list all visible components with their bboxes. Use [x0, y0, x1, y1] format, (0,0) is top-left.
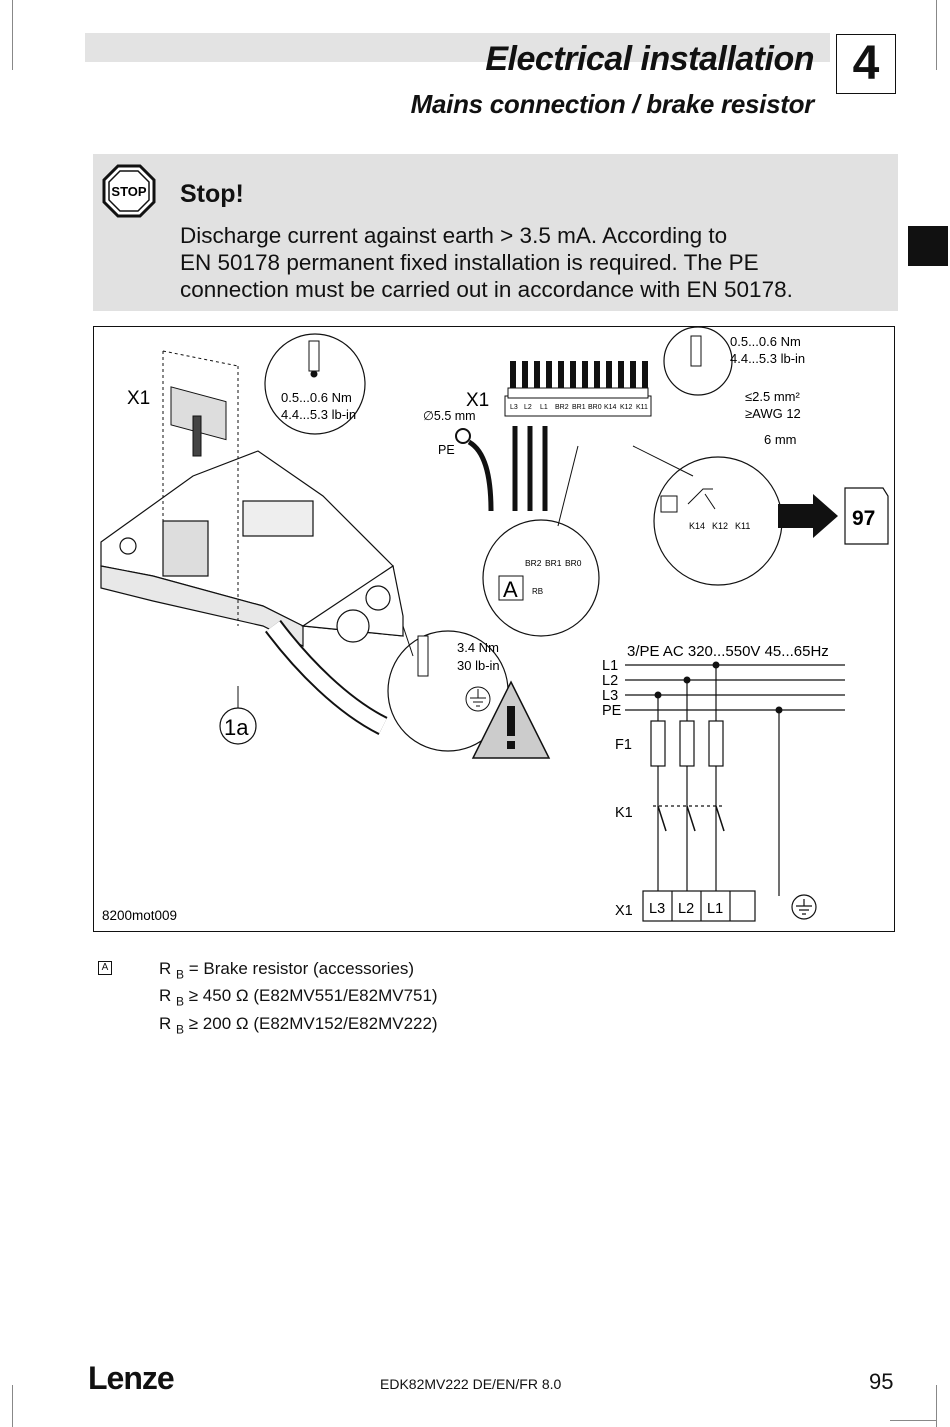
stop-icon: STOP: [102, 164, 156, 218]
wire-size-label: ≥AWG 12: [745, 406, 801, 421]
terminal-label: BR0: [588, 404, 602, 411]
stop-text-line: Discharge current against earth > 3.5 mA…: [180, 223, 728, 248]
bottom-terminal-label: L1: [707, 901, 723, 917]
fuse-label: F1: [615, 737, 632, 753]
legend-row: R B ≥ 200 Ω (E82MV152/E82MV222): [159, 1013, 438, 1037]
x1-label: X1: [615, 903, 633, 919]
diameter-label: ∅5.5 mm: [423, 409, 476, 423]
terminal-strip: [504, 361, 652, 417]
stop-heading: Stop!: [180, 180, 244, 208]
terminal-label: K12: [620, 404, 633, 411]
x1-plug: [170, 386, 227, 457]
torque-detail-circle: [264, 333, 366, 435]
terminal-label: L1: [540, 404, 548, 411]
figure-code: 8200mot009: [102, 908, 177, 923]
legend: R B = Brake resistor (accessories) R B ≥…: [159, 958, 438, 1040]
chapter-tab: [908, 226, 948, 266]
wire-size-label: ≤2.5 mm²: [745, 389, 800, 404]
pe-ring-icon: [455, 428, 471, 444]
screwdriver-icon: [308, 335, 702, 677]
brake-terminal-label: BR2: [525, 558, 542, 568]
page-reference: 97: [852, 507, 875, 530]
line-label: L1: [602, 658, 618, 674]
document-id: EDK82MV222 DE/EN/FR 8.0: [380, 1376, 562, 1392]
figure-frame: [93, 326, 895, 932]
legend-marker: A: [98, 961, 112, 975]
legend-row: R B ≥ 450 Ω (E82MV551/E82MV751): [159, 986, 438, 1009]
page-title: Electrical installation: [485, 40, 814, 78]
rb-label: RB: [532, 587, 543, 596]
terminal-label: L2: [524, 404, 532, 411]
terminal-label: K14: [604, 404, 617, 411]
crop-mark: [890, 1420, 936, 1421]
brake-marker: A: [503, 577, 518, 602]
x1-label: X1: [127, 388, 150, 409]
lenze-logo: Lenze: [88, 1360, 175, 1396]
relay-terminal-label: K14: [689, 521, 705, 531]
bottom-terminal-label: L3: [649, 901, 665, 917]
arrow-icon: [778, 494, 838, 538]
ground-icon: [465, 686, 491, 712]
stop-text-line: EN 50178 permanent fixed installation is…: [180, 250, 759, 275]
installation-drawing: X1 X1 0.5...0.6 Nm 4.4...5.3 lb-in 0.5..…: [100, 326, 889, 923]
legend-row: R B = Brake resistor (accessories): [159, 959, 415, 982]
wiring-schematic: [625, 664, 845, 922]
brake-detail-circle: [482, 519, 600, 637]
header-band: [85, 33, 830, 62]
torque-label: 3.4 Nm: [457, 640, 499, 655]
torque-label: 30 lb-in: [457, 658, 500, 673]
strip-length-label: 6 mm: [764, 432, 797, 447]
crop-mark: [12, 0, 13, 70]
torque-label: 0.5...0.6 Nm: [281, 390, 352, 405]
torque-label: 0.5...0.6 Nm: [730, 334, 801, 349]
line-label: PE: [602, 703, 622, 719]
terminal-label: BR2: [555, 404, 569, 411]
page-subtitle: Mains connection / brake resistor: [410, 89, 815, 119]
page-number: 95: [869, 1369, 894, 1394]
supply-label: 3/PE AC 320...550V 45...65Hz: [627, 643, 829, 660]
chapter-number: 4: [836, 34, 896, 94]
torque-label: 4.4...5.3 lb-in: [730, 351, 805, 366]
relay-terminal-label: K12: [712, 521, 728, 531]
terminal-label: BR1: [572, 404, 586, 411]
stop-icon-text: STOP: [111, 184, 146, 199]
brake-terminal-label: BR0: [565, 558, 582, 568]
line-label: L3: [602, 688, 618, 704]
device-housing: [100, 450, 404, 647]
terminal-label: K11: [636, 404, 648, 411]
terminal-label: L3: [510, 404, 518, 411]
stop-text-line: connection must be carried out in accord…: [180, 277, 793, 302]
stop-warning-box: [93, 154, 898, 311]
crop-mark: [936, 1385, 937, 1427]
torque-label: 4.4...5.3 lb-in: [281, 407, 356, 422]
x1-label: X1: [466, 390, 489, 411]
pe-label: PE: [438, 443, 455, 457]
crop-mark: [936, 0, 937, 70]
contactor-label: K1: [615, 805, 633, 821]
crop-mark: [12, 1385, 13, 1427]
stop-text: Discharge current against earth > 3.5 mA…: [180, 222, 880, 303]
relay-terminal-label: K11: [735, 521, 750, 531]
bottom-terminal-label: L2: [678, 901, 694, 917]
callout-label: 1a: [224, 715, 249, 740]
line-label: L2: [602, 673, 618, 689]
brake-terminal-label: BR1: [545, 558, 562, 568]
